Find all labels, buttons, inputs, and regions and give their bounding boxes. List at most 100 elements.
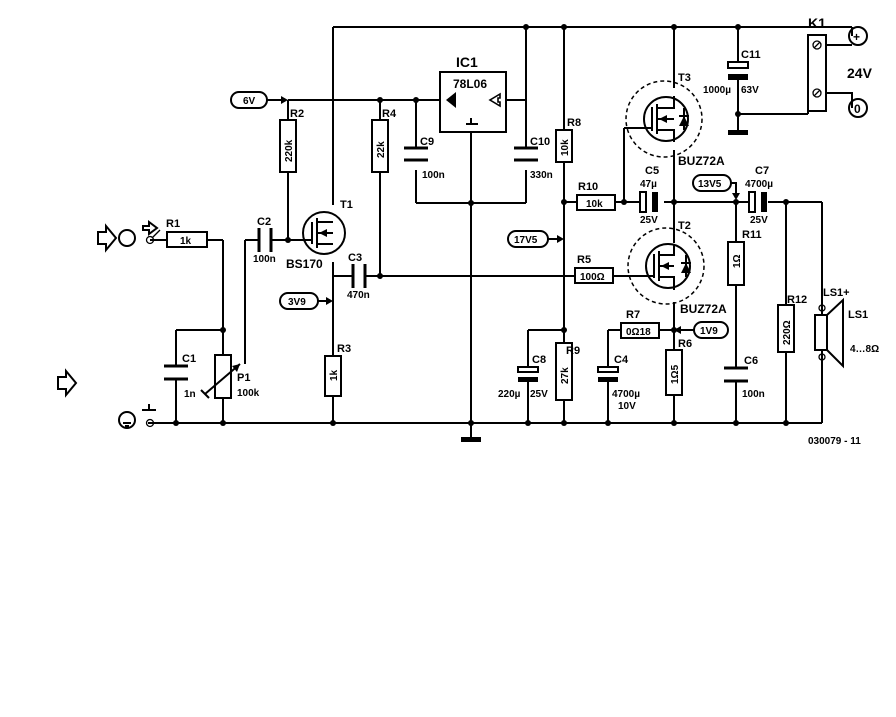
capacitor-c10: C10 330n [514, 136, 553, 181]
c4-value: 4700µ [612, 389, 640, 400]
ic1-output-icon [488, 92, 501, 108]
figure-id: 030079 - 11 [808, 436, 861, 447]
c9-ref: C9 [420, 136, 434, 148]
supply-zero: 0 [854, 102, 861, 116]
resistor-r10: R10 10k [576, 181, 616, 211]
tp-6v-label: 6V [243, 96, 256, 107]
input-arrow-icon [97, 223, 118, 253]
r2-value: 220k [284, 139, 295, 162]
t2-part: BUZ72A [680, 302, 727, 316]
c11-rating: 63V [741, 85, 759, 96]
ground-symbols [461, 130, 748, 442]
supply-plus: + [853, 30, 860, 44]
p1-value: 100k [237, 388, 260, 399]
wires [148, 26, 853, 437]
c8-ref: C8 [532, 354, 546, 366]
ground-jack-icon [118, 411, 136, 429]
r1-value: 1k [180, 236, 192, 247]
input-jack-icon [118, 229, 136, 247]
c2-ref: C2 [257, 216, 271, 228]
r4-value: 22k [376, 141, 387, 158]
test-point-3v9: 3V9 [279, 292, 333, 310]
resistor-r6: R6 1Ω5 [665, 338, 692, 396]
c7-ref: C7 [755, 165, 769, 177]
c8-rating: 25V [530, 389, 548, 400]
potentiometer-p1: P1 100k [200, 354, 260, 399]
c11-value: 1000µ [703, 85, 731, 96]
p1-ref: P1 [237, 372, 250, 384]
r8-value: 10k [560, 139, 571, 156]
ic1-part: 78L06 [453, 77, 487, 91]
c5-value: 47µ [640, 179, 657, 190]
r9-ref: R9 [566, 345, 580, 357]
test-point-13v5: 13V5 [692, 174, 740, 200]
r3-value: 1k [329, 369, 340, 381]
resistor-r3: R3 1k [324, 343, 351, 397]
r1-ref: R1 [166, 218, 180, 230]
plus-terminal-icon [848, 26, 868, 46]
r6-ref: R6 [678, 338, 692, 350]
supply-voltage: 24V [847, 65, 873, 81]
c9-value: 100n [422, 170, 445, 181]
r12-ref: R12 [787, 294, 807, 306]
resistor-r9: R9 27k [555, 342, 580, 401]
resistor-r11: R11 1Ω [727, 229, 762, 286]
test-point-1v9: 1V9 [674, 321, 729, 339]
capacitor-c2: C2 100n [253, 216, 276, 265]
ls1-value: 4…8Ω [850, 344, 879, 355]
junctions [173, 24, 789, 426]
c10-value: 330n [530, 170, 553, 181]
c7-value: 4700µ [745, 179, 773, 190]
c2-value: 100n [253, 254, 276, 265]
resistor-r4: R4 22k [371, 108, 397, 173]
ground-icon [728, 130, 748, 135]
test-point-6v: 6V [230, 91, 288, 109]
input-terminal [97, 220, 161, 253]
r9-value: 27k [560, 367, 571, 384]
ground-terminal [118, 404, 156, 429]
c7-rating: 25V [750, 215, 768, 226]
r12-value: 220Ω [782, 320, 793, 345]
resistor-r8: R8 10k [555, 117, 581, 163]
r5-value: 100Ω [580, 272, 605, 283]
c1-ref: C1 [182, 353, 196, 365]
r2-ref: R2 [290, 108, 304, 120]
capacitor-c3: C3 470n [347, 252, 370, 301]
output-arrow-icon [57, 368, 78, 398]
tp-1v9-label: 1V9 [700, 326, 718, 337]
transistor-t3: T3 BUZ72A [625, 72, 725, 168]
r11-value: 1Ω [732, 254, 743, 268]
c3-value: 470n [347, 290, 370, 301]
k1-ref: K1 [808, 15, 826, 31]
tp-3v9-label: 3V9 [288, 297, 306, 308]
t2-ref: T2 [678, 220, 691, 232]
c10-ref: C10 [530, 136, 550, 148]
c5-rating: 25V [640, 215, 658, 226]
resistor-r7: R7 0Ω18 [620, 309, 660, 339]
connector-k1: + 0 K1 24V [807, 15, 873, 118]
c6-value: 100n [742, 389, 765, 400]
r3-ref: R3 [337, 343, 351, 355]
capacitor-c11: C11 1000µ 63V [703, 49, 761, 96]
zero-terminal-icon [848, 98, 868, 118]
regulator-ic1: IC1 78L06 [439, 54, 507, 133]
resistor-r12: R12 220Ω [777, 294, 807, 353]
t1-ref: T1 [340, 199, 353, 211]
c5-ref: C5 [645, 165, 659, 177]
signal-arrow-icon [142, 220, 159, 236]
c6-ref: C6 [744, 355, 758, 367]
ls1-plus-label: LS1+ [823, 287, 850, 299]
r10-ref: R10 [578, 181, 598, 193]
ic1-ref: IC1 [456, 54, 478, 70]
ls1-ref: LS1 [848, 309, 868, 321]
capacitor-c1: C1 1n [164, 353, 196, 400]
r7-ref: R7 [626, 309, 640, 321]
c4-rating: 10V [618, 401, 636, 412]
tp-17v5-label: 17V5 [514, 235, 538, 246]
t3-part: BUZ72A [678, 154, 725, 168]
capacitor-c7: C7 4700µ 25V [745, 165, 773, 226]
tp-13v5-label: 13V5 [698, 179, 722, 190]
resistor-r2: R2 220k [279, 108, 304, 173]
transistor-t2: T2 BUZ72A [627, 220, 727, 316]
t1-part: BS170 [286, 257, 323, 271]
